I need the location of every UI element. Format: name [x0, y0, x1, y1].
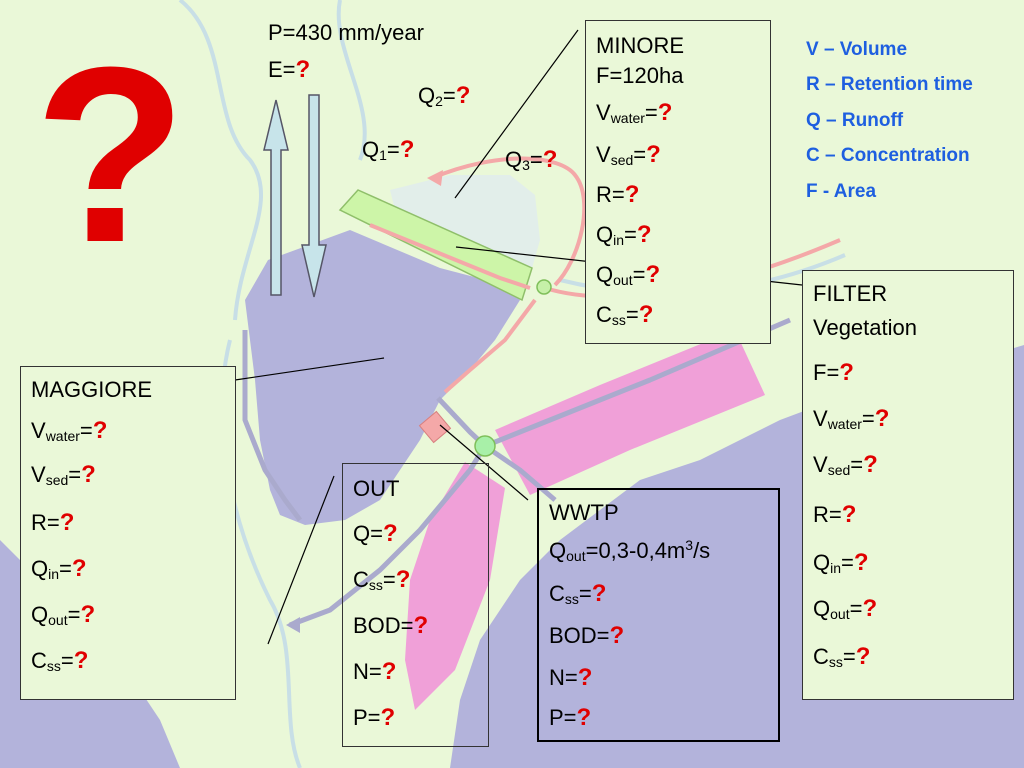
wwtp-q-out: Qout=0,3-0,4m3/s — [549, 537, 711, 564]
maggiore-c-ss: Css=? — [31, 647, 89, 674]
minore-c-ss: Css=? — [596, 301, 654, 328]
filter-title: FILTER — [813, 281, 888, 306]
flow-arrowhead — [427, 170, 443, 186]
wwtp-bod: BOD=? — [549, 622, 625, 649]
wwtp-c-ss: Css=? — [549, 580, 607, 607]
minore-area: F=120ha — [596, 63, 684, 88]
minore-r: R=? — [596, 181, 640, 208]
q1-label: Q1=? — [362, 136, 415, 163]
out-c-ss: Css=? — [353, 566, 411, 593]
legend-retention-time: R – Retention time — [806, 74, 973, 95]
junction-node-lower — [474, 435, 496, 457]
q2-label: Q2=? — [418, 82, 471, 109]
out-q: Q=? — [353, 520, 398, 547]
filter-q-in: Qin=? — [813, 549, 869, 576]
minore-q-out: Qout=? — [596, 261, 661, 288]
filter-c-ss: Css=? — [813, 643, 871, 670]
minore-title: MINORE — [596, 33, 684, 58]
maggiore-v-sed: Vsed=? — [31, 461, 96, 488]
maggiore-r: R=? — [31, 509, 75, 536]
precipitation-arrow — [301, 94, 327, 298]
wetland-south — [405, 462, 505, 710]
legend-area: F - Area — [806, 181, 877, 202]
legend-volume: V – Volume — [806, 39, 908, 60]
big-question-mark: ? — [34, 15, 187, 294]
channel-arrowhead — [286, 617, 300, 633]
out-box: OUT Q=? Css=? BOD=? N=? P=? — [342, 463, 489, 747]
out-title: OUT — [353, 476, 400, 501]
outlet-structure — [418, 410, 452, 444]
filter-r: R=? — [813, 501, 857, 528]
wwtp-p: P=? — [549, 704, 592, 731]
out-bod: BOD=? — [353, 612, 429, 639]
precipitation-label: P=430 mm/year — [268, 20, 424, 45]
minore-v-water: Vwater=? — [596, 99, 673, 126]
maggiore-q-out: Qout=? — [31, 601, 96, 628]
q3-label: Q3=? — [505, 146, 558, 173]
wwtp-box: WWTP Qout=0,3-0,4m3/s Css=? BOD=? N=? P=… — [537, 488, 780, 742]
filter-subtitle: Vegetation — [813, 315, 917, 340]
evaporation-label: E=? — [268, 56, 311, 83]
filter-v-water: Vwater=? — [813, 405, 890, 432]
out-p: P=? — [353, 704, 396, 731]
evaporation-arrow — [263, 99, 289, 296]
minore-box: MINORE F=120ha Vwater=? Vsed=? R=? Qin=?… — [585, 20, 771, 344]
filter-area: F=? — [813, 359, 854, 386]
minore-q-in: Qin=? — [596, 221, 652, 248]
legend-concentration: C – Concentration — [806, 145, 970, 166]
lake-maggiore — [245, 230, 520, 525]
minore-v-sed: Vsed=? — [596, 141, 661, 168]
filter-q-out: Qout=? — [813, 595, 878, 622]
lake-minore — [390, 175, 540, 275]
maggiore-v-water: Vwater=? — [31, 417, 108, 444]
maggiore-box: MAGGIORE Vwater=? Vsed=? R=? Qin=? Qout=… — [20, 366, 236, 700]
maggiore-q-in: Qin=? — [31, 555, 87, 582]
wwtp-n: N=? — [549, 664, 593, 691]
wwtp-title: WWTP — [549, 500, 619, 525]
filter-box: FILTER Vegetation F=? Vwater=? Vsed=? R=… — [802, 270, 1014, 700]
filter-v-sed: Vsed=? — [813, 451, 878, 478]
maggiore-title: MAGGIORE — [31, 377, 153, 402]
junction-node-upper — [536, 279, 552, 295]
wetland-east — [495, 330, 765, 495]
legend-runoff: Q – Runoff — [806, 110, 904, 131]
out-n: N=? — [353, 658, 397, 685]
